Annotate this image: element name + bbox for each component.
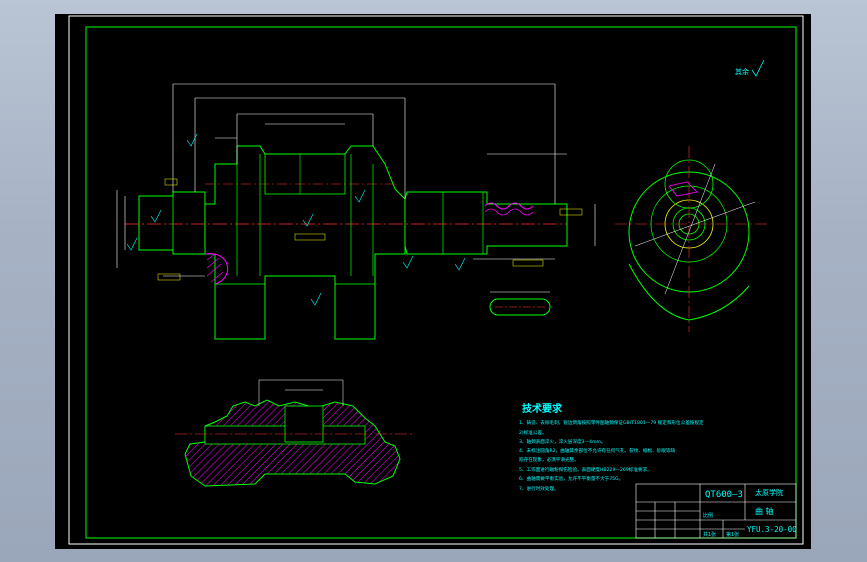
sheet-number-label: 第1张 xyxy=(726,531,739,538)
tech-req-item: 7、进行时效处理。 xyxy=(519,485,559,492)
drawing-sheet: 技术要求 1、铸造、去除毛刺，锐边倒角按照零件图轴颈保证GB/T1801—79 … xyxy=(68,15,804,545)
keyway-detail xyxy=(489,291,551,316)
crankshaft-side-view xyxy=(615,146,767,332)
crankshaft-section-view xyxy=(175,379,415,487)
school-label: 太原学院 xyxy=(755,488,783,497)
tech-req-item: 5、工作面进行磁粉探伤检验，表面硬度HB229—269标准要求。 xyxy=(519,466,652,473)
material-label: QT600—3 xyxy=(705,490,743,500)
tech-req-title: 技术要求 xyxy=(522,402,563,415)
tech-req-item: 3、轴颈表面淬火，淬火层深度3—4mm。 xyxy=(519,438,606,445)
title-block xyxy=(635,483,797,539)
scale-label: 比例 xyxy=(703,512,713,519)
tech-req-item: 4、未标注圆角R2，曲轴其余部位不允许有任何气孔、裂纹、缩松、砂眼等缺 xyxy=(519,447,675,454)
inner-frame xyxy=(85,26,797,539)
drawing-number-label: YFU.3-20-00 xyxy=(747,525,797,534)
part-name-label: 曲 轴 xyxy=(755,506,774,516)
title-block-text: QT600—3 太原学院 曲 轴 YFU.3-20-00 比例 共1张 第1张 xyxy=(703,488,797,538)
technical-requirements: 技术要求 1、铸造、去除毛刺，锐边倒角按照零件图轴颈保证GB/T1801—79 … xyxy=(519,402,704,492)
svg-text:其余: 其余 xyxy=(735,67,749,76)
tech-req-item: 陷存在现象，必须平滑光整。 xyxy=(519,456,579,463)
tech-req-item: 6、曲轴需做平衡实验，允许不平衡量不大于75G。 xyxy=(519,475,623,482)
cad-viewport[interactable]: 技术要求 1、铸造、去除毛刺，锐边倒角按照零件图轴颈保证GB/T1801—79 … xyxy=(55,14,811,549)
outer-frame xyxy=(68,15,804,545)
tech-req-item: 1、铸造、去除毛刺，锐边倒角按照零件图轴颈保证GB/T1801—79 规定和形位… xyxy=(519,419,704,426)
roughness-note: 其余 xyxy=(735,59,765,77)
tech-req-item: 2)标准公差。 xyxy=(519,429,547,436)
crankshaft-main-view xyxy=(116,83,596,340)
sheet-count-label: 共1张 xyxy=(703,531,716,538)
